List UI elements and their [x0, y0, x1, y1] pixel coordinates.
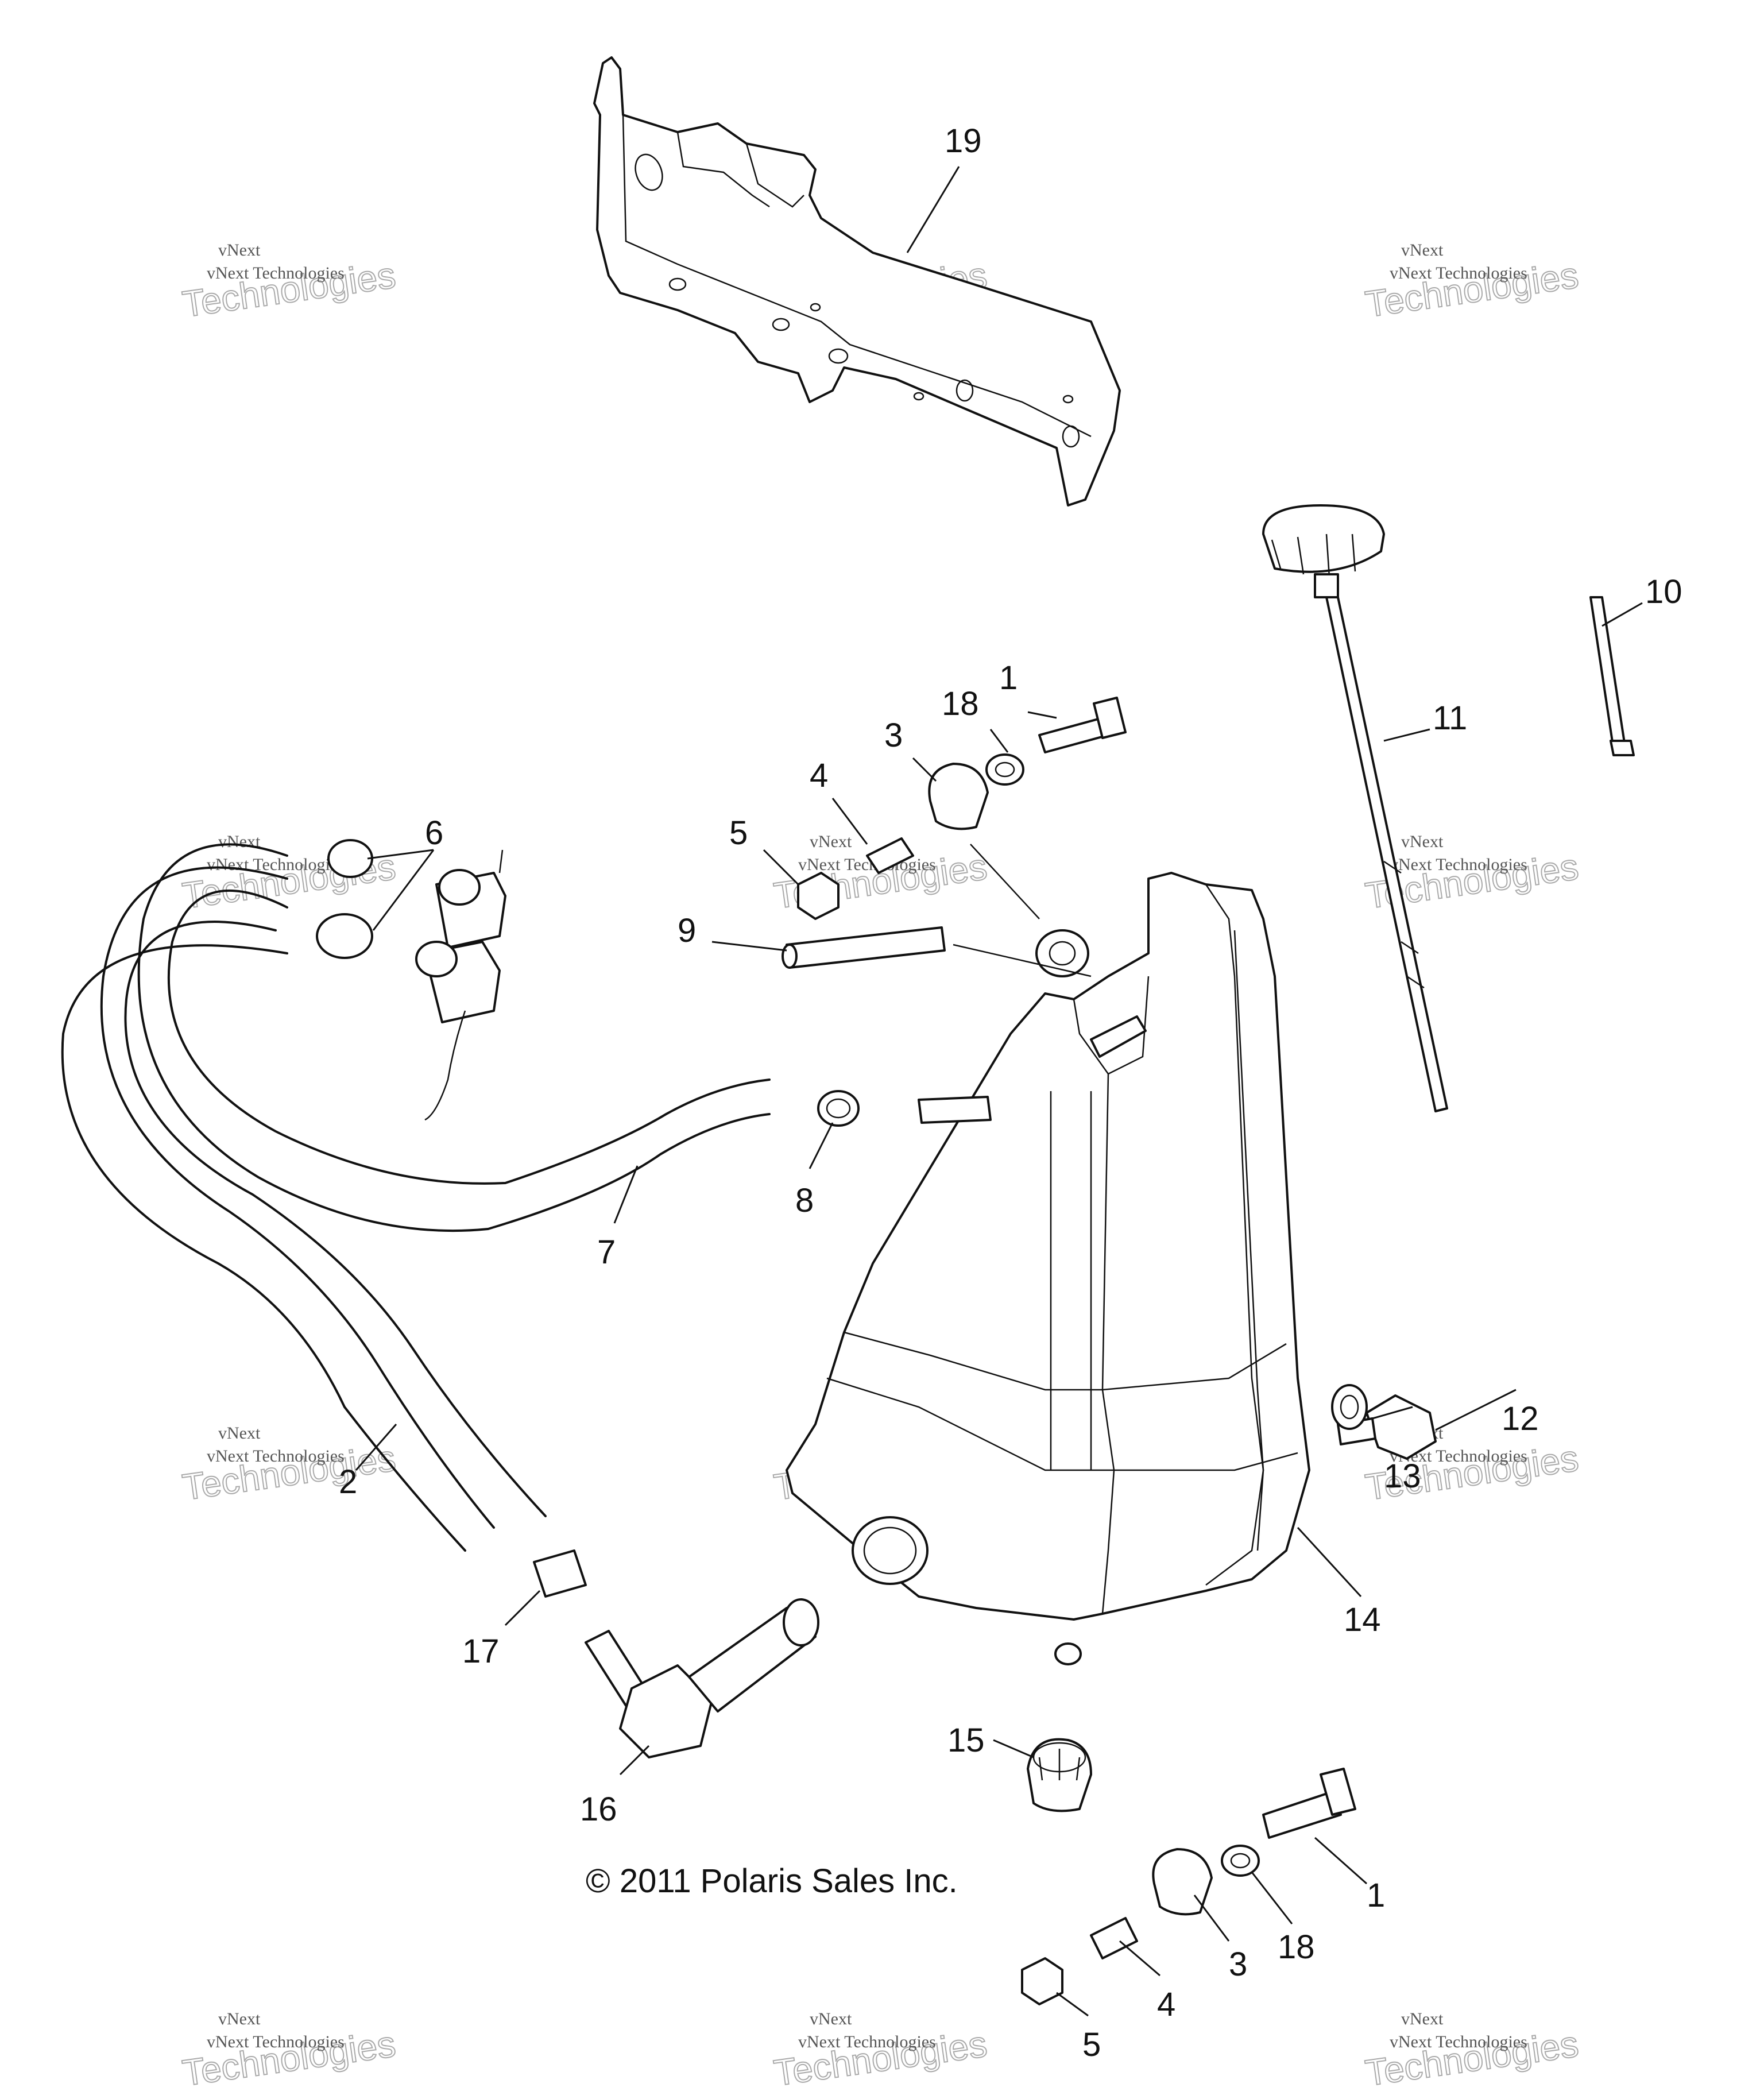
bracket-part: [593, 56, 1121, 507]
watermark-line-text: vNext Technologies: [1390, 264, 1527, 283]
sleeve-part: [533, 1549, 587, 1598]
watermark-line-text: vNext Technologies: [207, 855, 345, 874]
watermark: Technologies vNext vNext Technologies: [179, 1424, 399, 1509]
callout-1-upper: 1: [999, 659, 1018, 697]
callout-8: 8: [795, 1182, 814, 1219]
spacer-upper: [866, 837, 914, 874]
callout-4-upper: 4: [810, 757, 828, 794]
callout-3-upper: 3: [884, 717, 903, 754]
callout-18-upper: 18: [942, 685, 979, 722]
callout-9: 9: [678, 912, 696, 949]
watermark-line-text: vNext Technologies: [1390, 2032, 1527, 2051]
nut-lower: [1021, 1957, 1063, 2005]
watermark-top-text: vNext: [218, 241, 261, 260]
hoses-part: [61, 843, 771, 1552]
watermark-top-text: vNext: [810, 832, 852, 851]
callout-3-lower: 3: [1229, 1946, 1247, 1983]
callout-13: 13: [1384, 1458, 1421, 1495]
watermark: Technologies vNext vNext Technologies: [771, 2009, 990, 2094]
callout-11: 11: [1433, 699, 1467, 737]
watermark-top-text: vNext: [218, 2009, 261, 2028]
spacer-lower: [1090, 1917, 1138, 1959]
watermark-line-text: vNext Technologies: [798, 2032, 936, 2051]
callout-2: 2: [339, 1463, 357, 1501]
watermark-top-text: vNext: [1401, 241, 1444, 260]
watermark-line-text: vNext Technologies: [798, 855, 936, 874]
drain-plug-part: [1331, 1384, 1437, 1460]
watermark: Technologies vNext vNext Technologies: [1362, 2009, 1581, 2094]
watermark-line-text: vNext Technologies: [207, 264, 345, 283]
copyright-text: © 2011 Polaris Sales Inc.: [586, 1862, 958, 1900]
dipstick-part: [1262, 504, 1448, 1112]
callout-7: 7: [597, 1234, 616, 1271]
callouts: 19 10 11 18 1 3 4 5 6 9 8 7 2 12 13 14 1…: [339, 122, 1682, 2063]
callout-15: 15: [947, 1722, 985, 1759]
callout-17: 17: [462, 1633, 500, 1670]
callout-12: 12: [1502, 1400, 1539, 1437]
elbow-fitting-part: [585, 1598, 819, 1758]
callout-4-lower: 4: [1157, 1986, 1175, 2023]
watermark: Technologies vNext vNext Technologies: [179, 241, 399, 326]
watermark-line-text: vNext Technologies: [1390, 855, 1527, 874]
grommet-lower: [1152, 1848, 1213, 1916]
hose-clamp-part: [817, 1090, 860, 1127]
bolt-lower: [1262, 1791, 1342, 1839]
callout-16: 16: [580, 1791, 617, 1828]
watermark-line-text: vNext Technologies: [207, 1447, 345, 1466]
watermark: Technologies vNext vNext Technologies: [179, 2009, 399, 2094]
callout-6: 6: [425, 814, 443, 852]
callout-1-lower: 1: [1367, 1877, 1385, 1914]
watermark-top-text: vNext: [1401, 2009, 1444, 2028]
tank-part: [786, 872, 1310, 1665]
watermark-top-text: vNext: [810, 2009, 852, 2028]
watermark-line-text: vNext Technologies: [207, 2032, 345, 2051]
callout-18-lower: 18: [1278, 1928, 1315, 1966]
lower-hardware: [1021, 1768, 1356, 2005]
callout-5-lower: 5: [1082, 2026, 1101, 2063]
clamps-caps-part: [316, 839, 506, 1121]
grommet-part: [1027, 1738, 1092, 1812]
washer-lower: [1221, 1845, 1260, 1877]
callout-19: 19: [945, 122, 982, 160]
callout-14: 14: [1344, 1601, 1381, 1638]
watermark: Technologies vNext vNext Technologies: [1362, 241, 1581, 326]
callout-5-upper: 5: [729, 814, 748, 852]
leader-lines: [355, 166, 1643, 2017]
washer-upper: [985, 753, 1024, 786]
upper-hardware: [797, 697, 1127, 920]
watermark-top-text: vNext: [218, 1424, 261, 1443]
cable-tie-part: [1589, 596, 1635, 756]
callout-10: 10: [1645, 573, 1682, 610]
nut-upper: [797, 872, 840, 920]
watermark-top-text: vNext: [1401, 832, 1444, 851]
grommet-upper: [928, 763, 989, 830]
watermark-top-text: vNext: [218, 832, 261, 851]
vent-hose-part: [782, 926, 1092, 977]
